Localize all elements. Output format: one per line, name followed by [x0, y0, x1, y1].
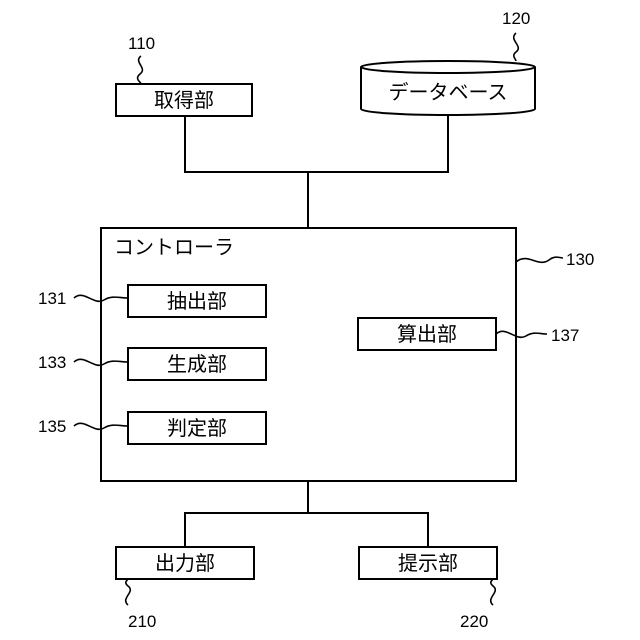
wire-split-to-output	[185, 513, 308, 547]
determination-label: 判定部	[167, 416, 227, 440]
ref-137: 137	[551, 326, 579, 345]
database-block: データベース	[361, 61, 535, 115]
leader-220	[491, 579, 496, 605]
leader-110	[138, 56, 143, 84]
ref-131: 131	[38, 289, 66, 308]
ref-130: 130	[566, 250, 594, 269]
leader-120	[514, 33, 519, 61]
wire-split-to-presentation	[308, 513, 428, 547]
wire-database-to-junction	[308, 114, 448, 172]
ref-110: 110	[128, 34, 155, 53]
ref-210: 210	[128, 612, 156, 631]
ref-133: 133	[38, 353, 66, 372]
leader-210	[126, 579, 131, 605]
output-label: 出力部	[155, 551, 215, 575]
wire-acquisition-to-junction	[185, 116, 308, 172]
leader-130	[516, 257, 563, 262]
generation-block: 生成部	[128, 348, 266, 380]
ref-220: 220	[460, 612, 488, 631]
acquisition-label: 取得部	[154, 88, 214, 112]
presentation-block: 提示部	[359, 547, 497, 579]
ref-120: 120	[502, 9, 530, 28]
controller-label: コントローラ	[114, 235, 234, 259]
calculation-block: 算出部	[358, 318, 496, 350]
extraction-label: 抽出部	[167, 289, 227, 313]
determination-block: 判定部	[128, 412, 266, 444]
generation-label: 生成部	[167, 352, 227, 376]
acquisition-block: 取得部	[116, 84, 252, 116]
ref-135: 135	[38, 417, 66, 436]
presentation-label: 提示部	[398, 551, 458, 575]
calculation-label: 算出部	[397, 322, 457, 346]
database-label: データベース	[389, 80, 508, 104]
extraction-block: 抽出部	[128, 285, 266, 317]
output-block: 出力部	[116, 547, 254, 579]
